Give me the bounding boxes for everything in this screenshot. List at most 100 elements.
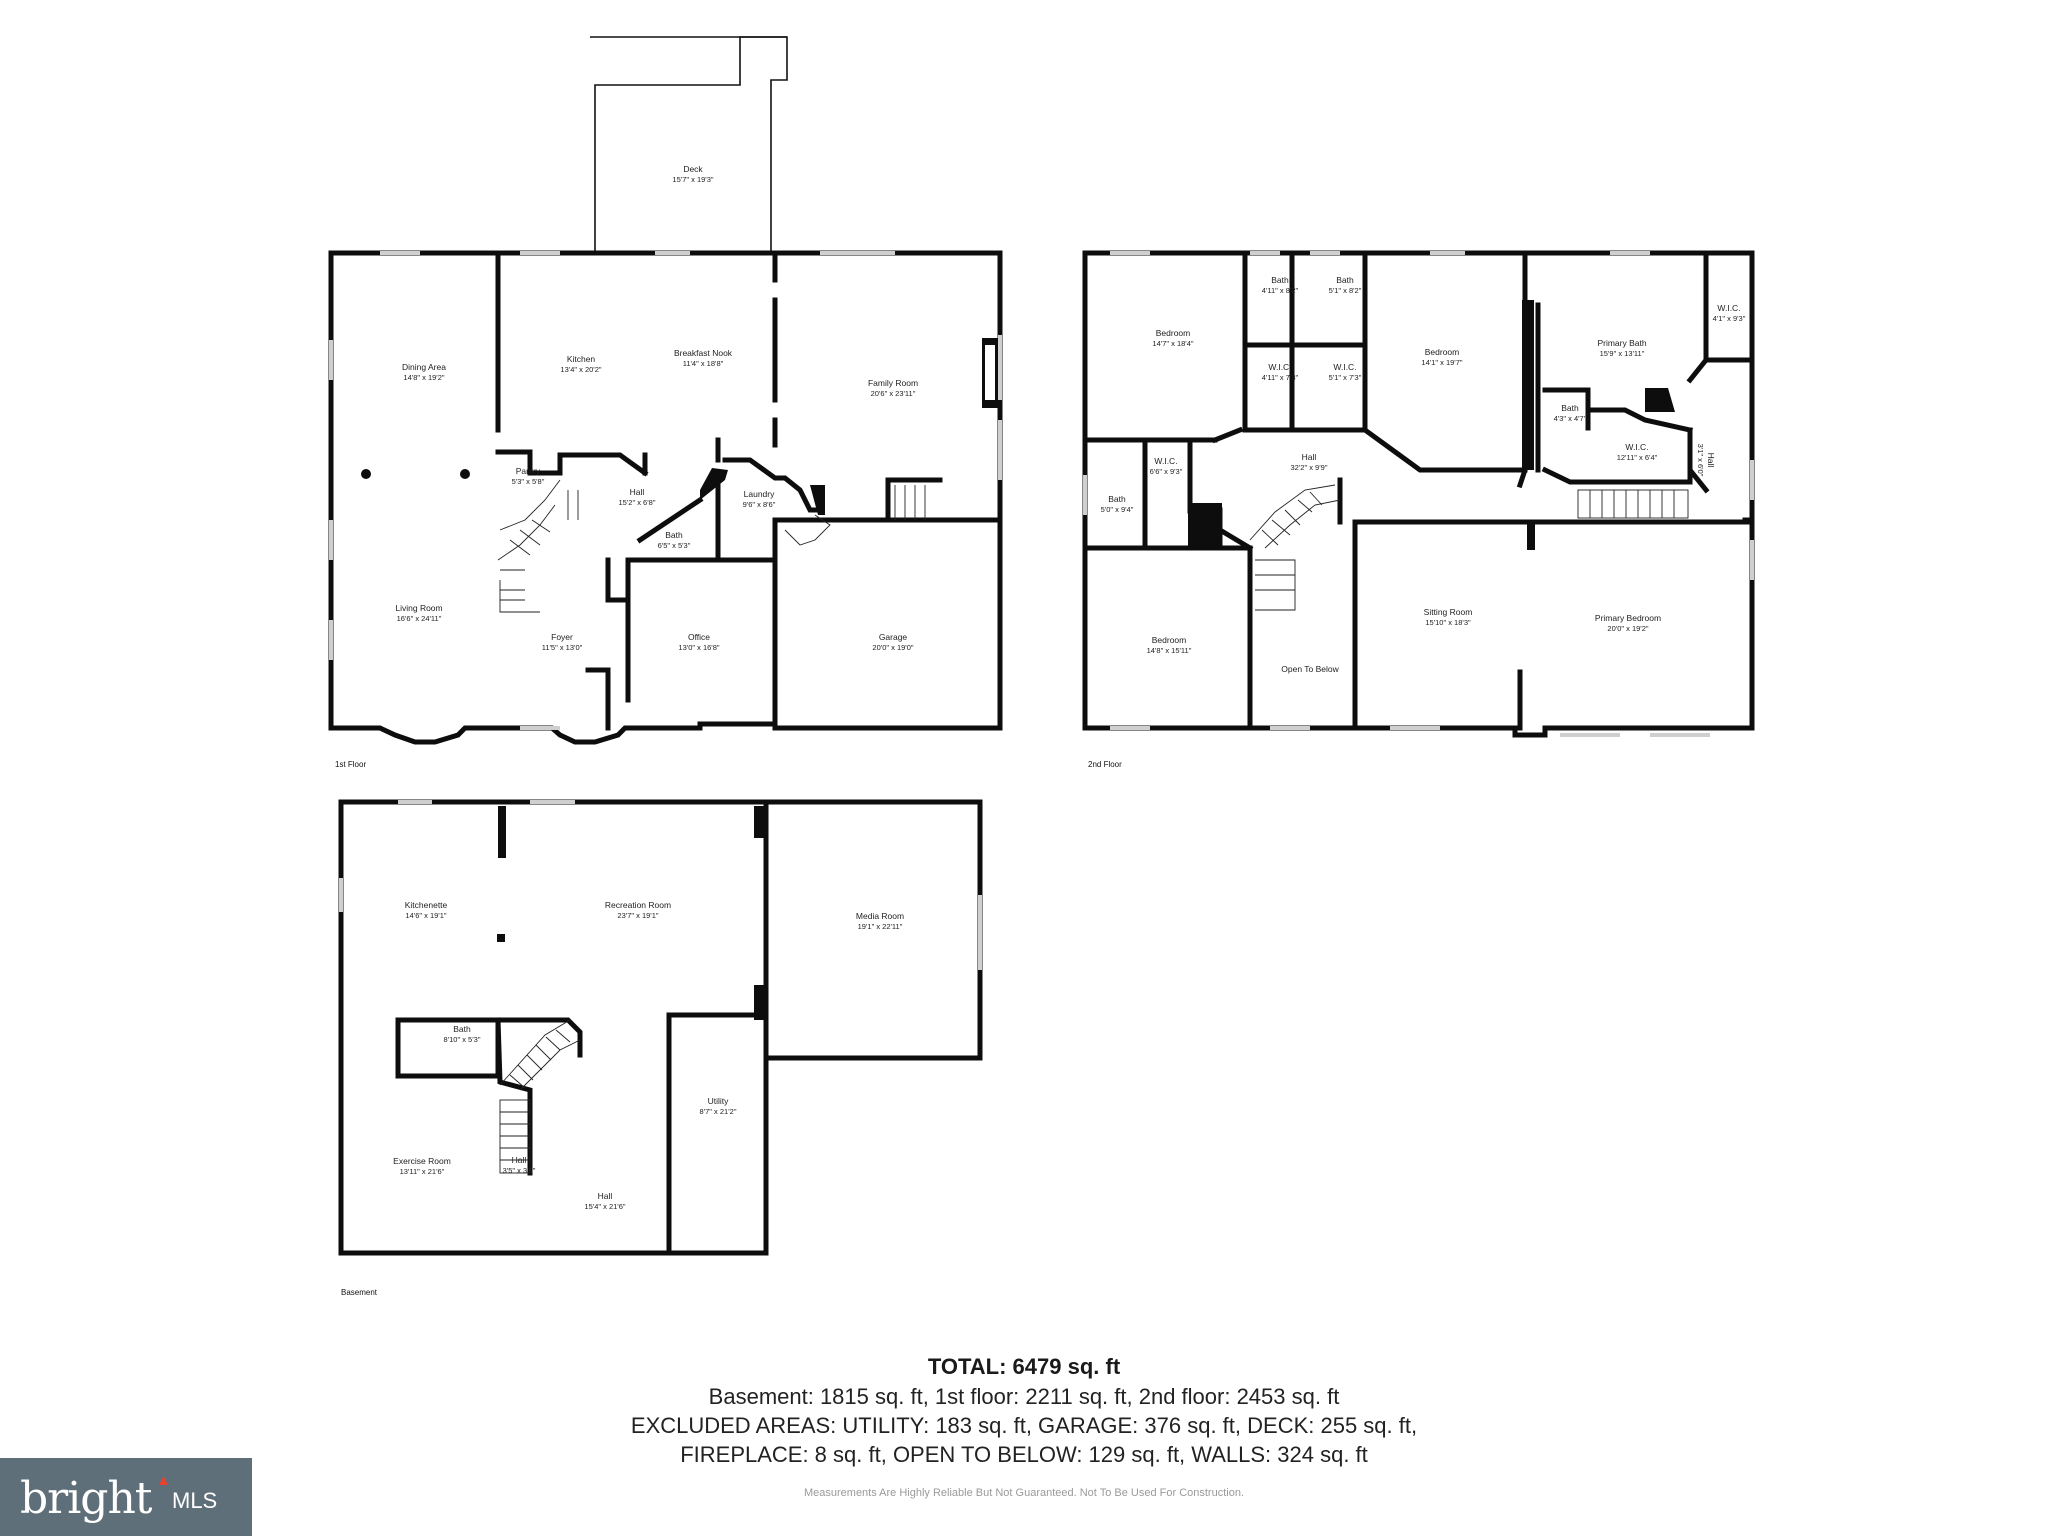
room-name: Exercise Room — [393, 1156, 451, 1166]
room-dimensions: 14'7" x 18'4" — [1152, 339, 1193, 348]
room-name: Bath — [1108, 494, 1126, 504]
room-name: Living Room — [395, 603, 442, 613]
floor-areas: Basement: 1815 sq. ft, 1st floor: 2211 s… — [708, 1384, 1340, 1409]
room-name: Bath — [1336, 275, 1354, 285]
room-name: Laundry — [744, 489, 775, 499]
room-name: Kitchen — [567, 354, 596, 364]
room-name: Bedroom — [1425, 347, 1460, 357]
room-dimensions: 4'11" x 8'2" — [1262, 286, 1299, 295]
basement-stairs — [499, 1019, 581, 1174]
floor-label: 1st Floor — [335, 760, 366, 769]
room-name: Sitting Room — [1424, 607, 1473, 617]
room-name: Foyer — [551, 632, 573, 642]
room-name: Bath — [1271, 275, 1289, 285]
room-dimensions: 32'2" x 9'9" — [1291, 463, 1328, 472]
room-name: Bath — [665, 530, 683, 540]
room-name: Garage — [879, 632, 908, 642]
room-dimensions: 15'9" x 13'11" — [1600, 349, 1645, 358]
room-name: W.I.C. — [1268, 362, 1291, 372]
room-dimensions: 13'11" x 21'6" — [400, 1167, 445, 1176]
room-dimensions: 20'6" x 23'11" — [871, 389, 916, 398]
first-floor-windows — [329, 251, 1002, 730]
deck-outline — [594, 36, 788, 253]
room-dimensions: 4'3" x 4'7" — [1554, 414, 1587, 423]
room-name: W.I.C. — [1333, 362, 1356, 372]
disclaimer: Measurements Are Highly Reliable But Not… — [803, 1487, 1244, 1499]
room-dimensions: 13'4" x 20'2" — [560, 365, 601, 374]
room-name: Pantry — [516, 466, 541, 476]
room-name: Open To Below — [1281, 664, 1339, 674]
basement-outer-wall — [338, 799, 983, 1256]
second-floor-outer-wall — [1082, 250, 1755, 738]
total-area: TOTAL: 6479 sq. ft — [927, 1354, 1121, 1379]
logo-accent-icon — [159, 1476, 168, 1485]
room-name: Hall — [1706, 453, 1716, 468]
first-floor-stairs — [497, 479, 926, 613]
room-name: Office — [688, 632, 710, 642]
room-dimensions: 13'0" x 16'8" — [678, 643, 719, 652]
room-dimensions: 14'1" x 19'7" — [1421, 358, 1462, 367]
room-dimensions: 5'1" x 8'2" — [1329, 286, 1362, 295]
floor-label: 2nd Floor — [1088, 760, 1122, 769]
bright-mls-logo: bright MLS — [0, 1458, 252, 1536]
room-name: Dining Area — [402, 362, 446, 372]
room-name: Family Room — [868, 378, 918, 388]
room-dimensions: 20'0" x 19'2" — [1607, 624, 1648, 633]
logo-wordmark: bright — [20, 1473, 152, 1524]
excluded-areas-2: FIREPLACE: 8 sq. ft, OPEN TO BELOW: 129 … — [680, 1442, 1368, 1467]
room-dimensions: 6'6" x 9'3" — [1150, 467, 1183, 476]
second-floor-plan — [1082, 250, 1755, 738]
room-dimensions: 20'0" x 19'0" — [872, 643, 913, 652]
first-floor-plan — [328, 36, 1003, 745]
room-name: Primary Bedroom — [1595, 613, 1661, 623]
room-name: W.I.C. — [1625, 442, 1648, 452]
basement-plan — [338, 799, 983, 1256]
room-dimensions: 8'7" x 21'2" — [700, 1107, 737, 1116]
room-name: W.I.C. — [1154, 456, 1177, 466]
basement-windows — [339, 800, 982, 970]
room-dimensions: 9'6" x 8'6" — [743, 500, 776, 509]
room-dimensions: 14'8" x 19'2" — [403, 373, 444, 382]
room-name: Bath — [1561, 403, 1579, 413]
excluded-areas-1: EXCLUDED AREAS: UTILITY: 183 sq. ft, GAR… — [630, 1413, 1418, 1438]
room-dimensions: 11'5" x 13'0" — [542, 643, 583, 652]
first-floor-outer-wall — [328, 250, 1003, 745]
room-name: W.I.C. — [1717, 303, 1740, 313]
room-dimensions: 15'7" x 19'3" — [672, 175, 713, 184]
room-dimensions: 14'6" x 19'1" — [405, 911, 446, 920]
room-name: Hall — [1302, 452, 1317, 462]
room-dimensions: 19'1" x 22'11" — [858, 922, 903, 931]
room-dimensions: 3'1" x 6'0" — [1696, 444, 1705, 477]
room-dimensions: 15'2" x 6'8" — [619, 498, 656, 507]
room-dimensions: 3'5" x 3'9" — [503, 1166, 536, 1175]
room-name: Deck — [683, 164, 703, 174]
room-dimensions: 15'4" x 21'6" — [584, 1202, 625, 1211]
room-dimensions: 5'3" x 5'8" — [512, 477, 545, 486]
floor-label: Basement — [341, 1288, 378, 1297]
room-name: Bedroom — [1152, 635, 1187, 645]
room-dimensions: 12'11" x 6'4" — [1617, 453, 1658, 462]
room-dimensions: 4'1" x 9'3" — [1713, 314, 1746, 323]
room-dimensions: 8'10" x 5'3" — [444, 1035, 481, 1044]
second-floor-stairs — [1249, 484, 1689, 611]
room-dimensions: 11'4" x 18'8" — [683, 359, 724, 368]
room-name: Bath — [453, 1024, 471, 1034]
second-floor-windows — [1083, 251, 1754, 737]
room-name: Hall — [598, 1191, 613, 1201]
room-dimensions: 5'1" x 7'3" — [1329, 373, 1362, 382]
room-name: Breakfast Nook — [674, 348, 733, 358]
room-name: Bedroom — [1156, 328, 1191, 338]
room-name: Hall — [512, 1155, 527, 1165]
room-dimensions: 23'7" x 19'1" — [617, 911, 658, 920]
basement-bath-walls — [395, 1017, 501, 1079]
room-dimensions: 5'0" x 9'4" — [1101, 505, 1134, 514]
room-name: Media Room — [856, 911, 904, 921]
room-name: Utility — [708, 1096, 730, 1106]
room-dimensions: 15'10" x 18'3" — [1425, 618, 1471, 627]
room-name: Primary Bath — [1597, 338, 1646, 348]
room-dimensions: 14'8" x 15'11" — [1147, 646, 1192, 655]
room-dimensions: 6'5" x 5'3" — [658, 541, 691, 550]
room-dimensions: 4'11" x 7'3" — [1262, 373, 1299, 382]
room-dimensions: 16'6" x 24'11" — [397, 614, 442, 623]
